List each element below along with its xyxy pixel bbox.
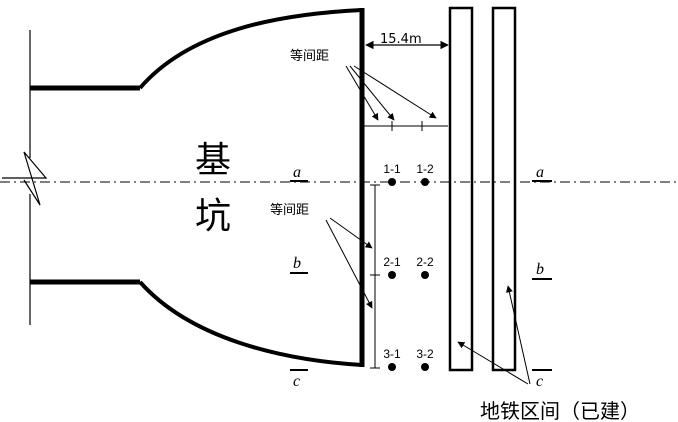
section-marker-a-left: a bbox=[290, 164, 308, 182]
break-mark bbox=[2, 151, 48, 206]
monitoring-point-2-2 bbox=[421, 271, 429, 279]
subway-tunnel-left bbox=[448, 6, 474, 372]
subway-label: 地铁区间（已建） bbox=[480, 399, 640, 422]
section-marker-c-left: c bbox=[290, 369, 308, 390]
section-c-right-label: c bbox=[536, 373, 543, 390]
section-b-right-label: b bbox=[536, 261, 544, 278]
dimension-label: 15.4m bbox=[380, 32, 422, 47]
section-c-left-label: c bbox=[293, 373, 300, 390]
section-marker-b-right: b bbox=[532, 261, 552, 280]
pit-label-2: 坑 bbox=[195, 196, 231, 237]
equal-spacing-left-dimension bbox=[370, 184, 380, 369]
section-marker-c-right: c bbox=[532, 369, 552, 390]
equal-spacing-left-label: 等间距 bbox=[270, 202, 309, 218]
monitoring-point-label: 3-1 bbox=[383, 347, 401, 361]
monitoring-point-label: 2-2 bbox=[416, 255, 434, 269]
equal-spacing-top-dimension bbox=[364, 121, 448, 131]
monitoring-point-label: 3-2 bbox=[416, 347, 434, 361]
subway-label-arrows bbox=[457, 285, 531, 385]
section-marker-a-right: a bbox=[532, 164, 552, 182]
section-marker-b-left: b bbox=[290, 255, 308, 274]
section-a-right-label: a bbox=[536, 164, 544, 181]
section-b-left-label: b bbox=[293, 255, 301, 272]
monitoring-point-label: 1-1 bbox=[383, 162, 401, 176]
monitoring-point-label: 2-1 bbox=[383, 255, 401, 269]
monitoring-point-label: 1-2 bbox=[416, 162, 434, 176]
monitoring-point-1-1 bbox=[388, 178, 396, 186]
monitoring-point-3-1 bbox=[388, 363, 396, 371]
section-a-left-label: a bbox=[293, 164, 301, 181]
subway-tunnel-right bbox=[491, 6, 517, 372]
monitoring-point-2-1 bbox=[388, 271, 396, 279]
monitoring-point-1-2 bbox=[421, 178, 429, 186]
equal-spacing-top-arrows bbox=[345, 65, 437, 121]
equal-spacing-left-arrows bbox=[325, 217, 373, 309]
foundation-pit-outline bbox=[30, 8, 365, 367]
pit-label-1: 基 bbox=[195, 140, 231, 181]
monitoring-point-3-2 bbox=[421, 363, 429, 371]
equal-spacing-top-label: 等间距 bbox=[290, 48, 329, 64]
monitoring-points: 1-1 1-2 2-1 2-2 3-1 3-2 bbox=[383, 162, 434, 371]
